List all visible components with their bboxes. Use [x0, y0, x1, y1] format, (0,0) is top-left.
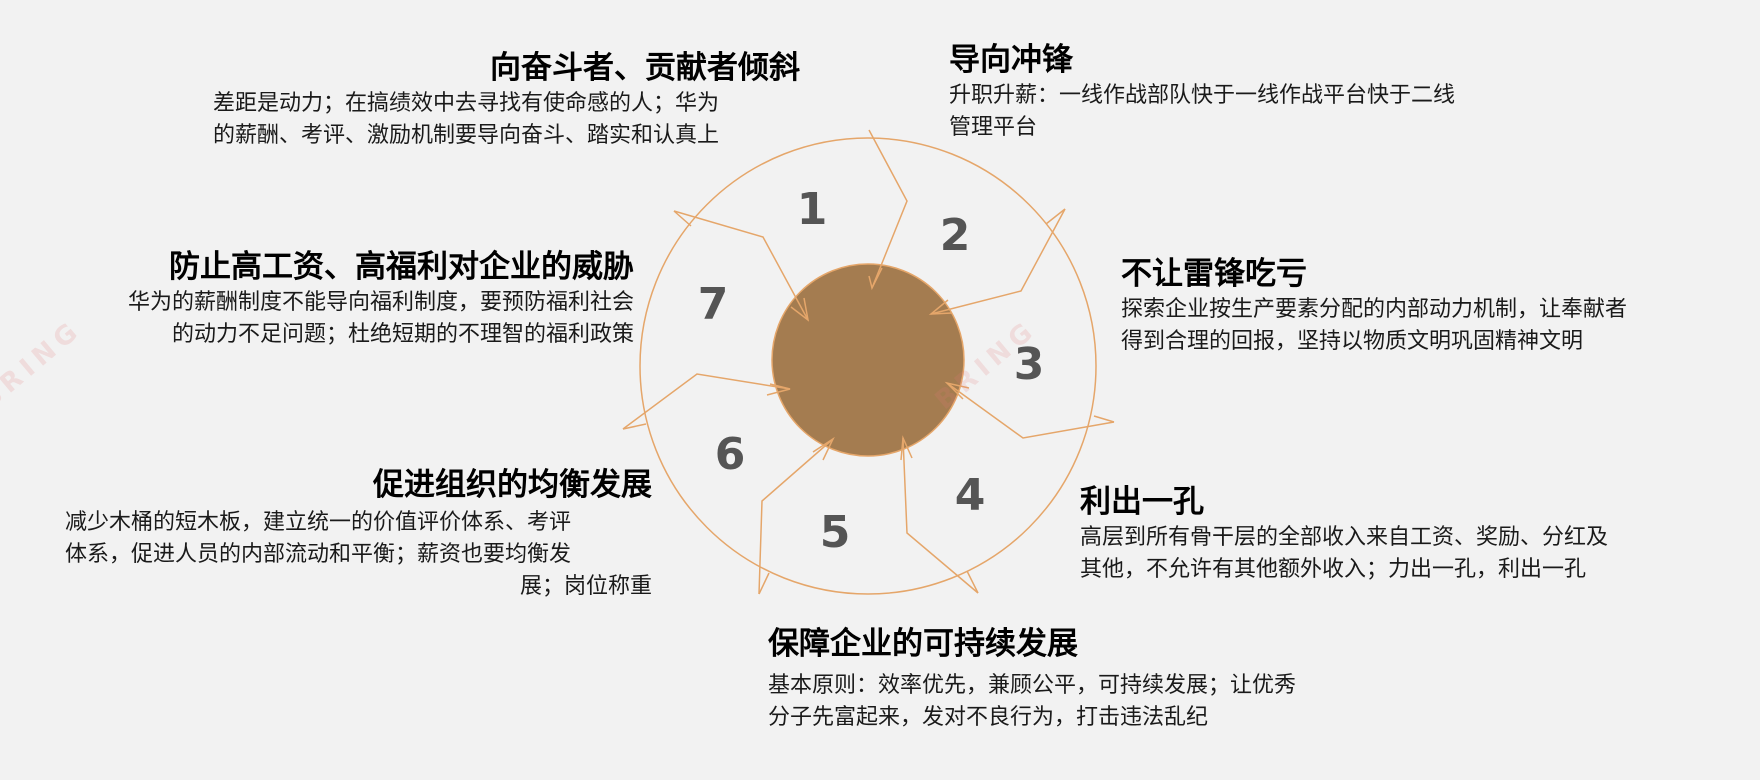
item-1-desc-line-1: 差距是动力；在搞绩效中去寻找有使命感的人；华为 — [213, 91, 720, 116]
item-3-desc-line-1: 探索企业按生产要素分配的内部动力机制，让奉献者 — [1121, 297, 1628, 322]
segment-number-2: 2 — [939, 210, 971, 261]
segment-number-6: 6 — [714, 429, 746, 480]
arrow-5-icon — [758, 438, 834, 595]
segment-number-7: 7 — [697, 279, 729, 330]
item-2-title: 导向冲锋 — [949, 42, 1073, 78]
segment-number-1: 1 — [796, 184, 828, 235]
item-5-desc-line-2: 分子先富起来，发对不良行为，打击违法乱纪 — [768, 705, 1209, 730]
item-7-title: 防止高工资、高福利对企业的威胁 — [169, 249, 634, 285]
item-7-desc-line-1: 华为的薪酬制度不能导向福利制度，要预防福利社会 — [127, 290, 634, 315]
item-4-title: 利出一孔 — [1080, 484, 1204, 520]
cycle-arrows — [622, 129, 1115, 595]
item-2-desc-line-1: 升职升薪：一线作战部队快于一线作战平台快于二线 — [949, 83, 1456, 108]
arrow-3-icon — [946, 382, 1115, 439]
arrow-4-icon — [902, 437, 979, 594]
item-6-title: 促进组织的均衡发展 — [373, 467, 652, 503]
item-5-desc-line-1: 基本原则：效率优先，兼顾公平，可持续发展；让优秀 — [768, 673, 1297, 698]
item-1-title: 向奋斗者、贡献者倾斜 — [490, 50, 800, 86]
item-4: 利出一孔 高层到所有骨干层的全部收入来自工资、奖励、分红及 其他，不允许有其他额… — [1080, 482, 1740, 586]
arrow-6-icon — [622, 373, 791, 430]
item-7-desc-line-2: 的动力不足问题；杜绝短期的不理智的福利政策 — [171, 322, 634, 347]
item-1: 向奋斗者、贡献者倾斜 差距是动力；在搞绩效中去寻找有使命感的人；华为 的薪酬、考… — [200, 48, 800, 152]
item-4-desc-line-1: 高层到所有骨干层的全部收入来自工资、奖励、分红及 — [1080, 525, 1609, 550]
center-circle — [771, 263, 965, 457]
item-6-desc-line-1: 减少木桶的短木板，建立统一的价值评价体系、考评 — [65, 510, 572, 535]
outer-ring — [639, 137, 1097, 595]
item-1-desc-line-2: 的薪酬、考评、激励机制要导向奋斗、踏实和认真上 — [213, 123, 720, 148]
arrow-2-icon — [930, 208, 1066, 315]
item-3-title: 不让雷锋吃亏 — [1121, 256, 1307, 292]
item-3: 不让雷锋吃亏 探索企业按生产要素分配的内部动力机制，让奉献者 得到合理的回报，坚… — [1121, 254, 1741, 358]
item-6-desc-line-2: 体系，促进人员的内部流动和平衡；薪资也要均衡发 — [65, 542, 572, 567]
arrow-1-icon — [868, 129, 908, 289]
segment-number-5: 5 — [819, 507, 851, 558]
segment-number-4: 4 — [954, 470, 986, 521]
item-7: 防止高工资、高福利对企业的威胁 华为的薪酬制度不能导向福利制度，要预防福利社会 … — [34, 247, 634, 351]
arrow-7-icon — [673, 210, 809, 321]
item-5: 保障企业的可持续发展 基本原则：效率优先，兼顾公平，可持续发展；让优秀 分子先富… — [768, 624, 1408, 734]
item-3-desc-line-2: 得到合理的回报，坚持以物质文明巩固精神文明 — [1121, 329, 1584, 354]
item-2: 导向冲锋 升职升薪：一线作战部队快于一线作战平台快于二线 管理平台 — [949, 40, 1569, 144]
item-6-desc-line-3: 展；岗位称重 — [519, 574, 652, 599]
segment-number-3: 3 — [1013, 339, 1045, 390]
item-6: 促进组织的均衡发展 减少木桶的短木板，建立统一的价值评价体系、考评 体系，促进人… — [52, 465, 652, 603]
item-2-desc-line-2: 管理平台 — [949, 115, 1038, 140]
item-5-title: 保障企业的可持续发展 — [768, 626, 1078, 662]
item-4-desc-line-2: 其他，不允许有其他额外收入；力出一孔，利出一孔 — [1080, 557, 1587, 582]
